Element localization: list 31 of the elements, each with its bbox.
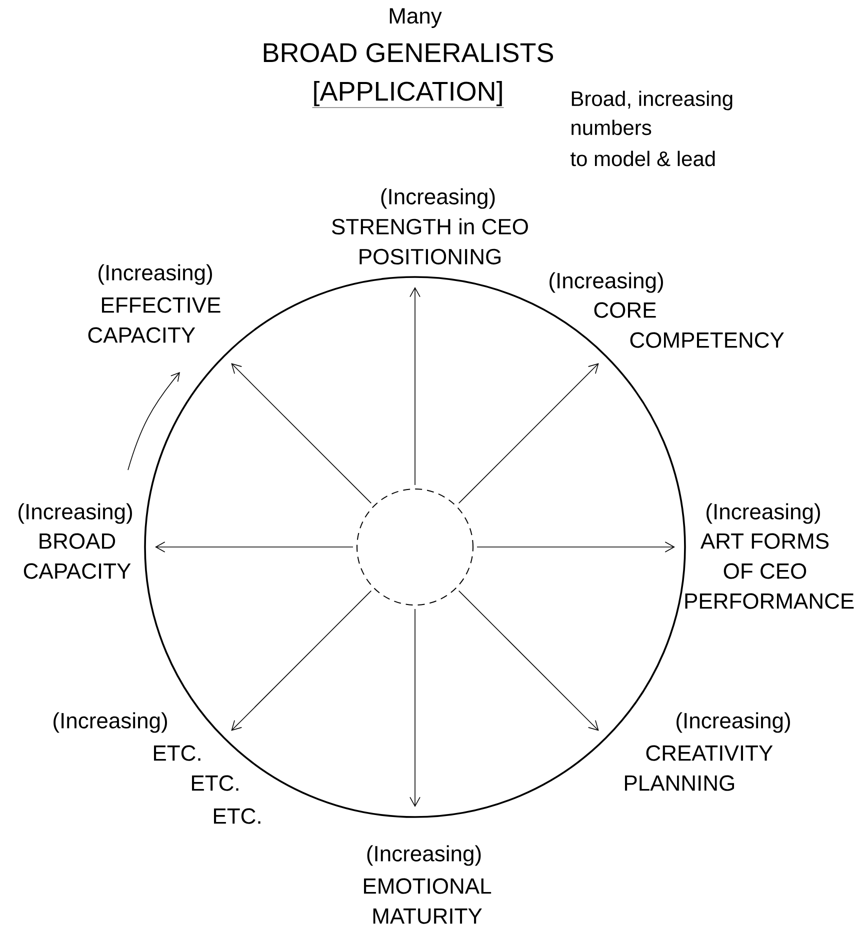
label-text: ETC. [192, 775, 238, 791]
arrow [231, 590, 372, 731]
label-text: (Increasing) [381, 188, 495, 209]
label-text: BROAD CAPACITY [24, 533, 131, 579]
label-text: CREATIVITY PLANNING [625, 745, 773, 791]
dashed-circle [356, 488, 474, 606]
label-text: (Increasing) [367, 845, 481, 866]
label-text: ETC. [154, 745, 200, 761]
label-text: EMOTIONAL MATURITY [364, 878, 492, 924]
label-text: Many [390, 8, 442, 28]
arrow [155, 542, 354, 552]
arrow [410, 608, 420, 807]
label-text: (Increasing) [98, 264, 212, 285]
label-text: ETC. [214, 808, 260, 824]
label-text: CORE COMPETENCY [594, 302, 784, 348]
label-text: (Increasing) [18, 503, 132, 524]
label-text: ART FORMS OF CEO PERFORMANCE [685, 533, 854, 609]
arrow [458, 363, 599, 504]
label-text: (Increasing) [54, 712, 167, 733]
label-text: (Increasing) [706, 503, 820, 524]
label-text: EFFECTIVE CAPACITY [88, 297, 220, 343]
arrow [476, 542, 675, 552]
label-text: BROAD GENERALISTS [264, 43, 554, 62]
label-text: (Increasing) [550, 272, 663, 293]
label-text: to model & lead [570, 150, 715, 166]
arrow [458, 590, 599, 731]
label-text: STRENGTH in CEO POSITIONING [332, 218, 528, 264]
arrow [231, 363, 372, 504]
arrow [410, 287, 420, 486]
label-text: [APPLICATION] [312, 81, 504, 108]
label-text: (Increasing) [676, 712, 790, 733]
